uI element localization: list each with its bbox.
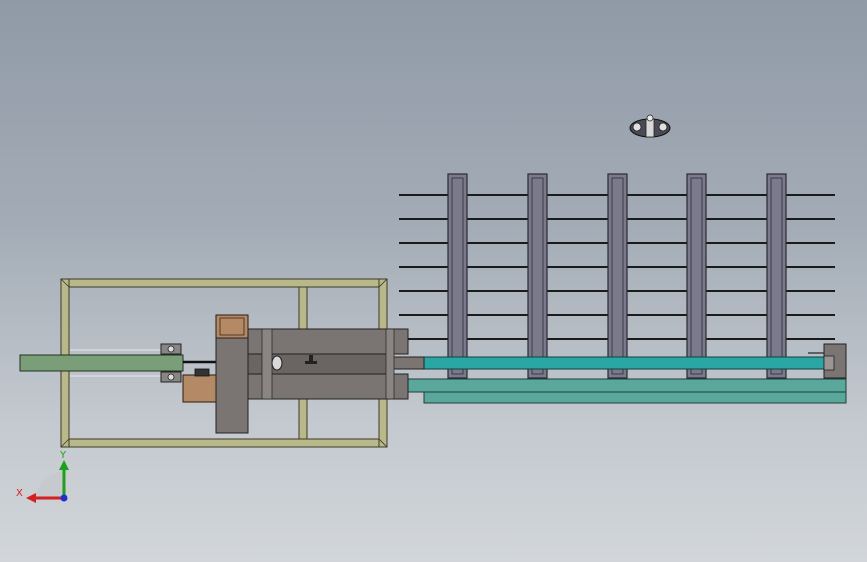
bearing-blocks <box>160 343 216 383</box>
carriage-assembly <box>215 328 409 434</box>
y-arrow-head <box>59 460 69 470</box>
post <box>447 173 468 379</box>
green-push-bar <box>19 349 184 377</box>
vertical-posts <box>447 173 787 379</box>
conveyor-base <box>301 378 847 404</box>
y-axis-label: Y <box>59 450 67 461</box>
end-stop-bracket <box>808 343 847 379</box>
x-axis-label: X <box>16 488 23 499</box>
coordinate-triad: Y X <box>16 450 69 503</box>
post <box>766 173 787 379</box>
post <box>527 173 548 379</box>
floating-component <box>629 114 671 138</box>
brown-blocks <box>182 314 249 403</box>
post <box>607 173 628 379</box>
post <box>686 173 707 379</box>
x-arrow-head <box>26 493 36 503</box>
z-axis-dot <box>60 494 68 502</box>
conveyor-teal-bar <box>391 356 825 370</box>
